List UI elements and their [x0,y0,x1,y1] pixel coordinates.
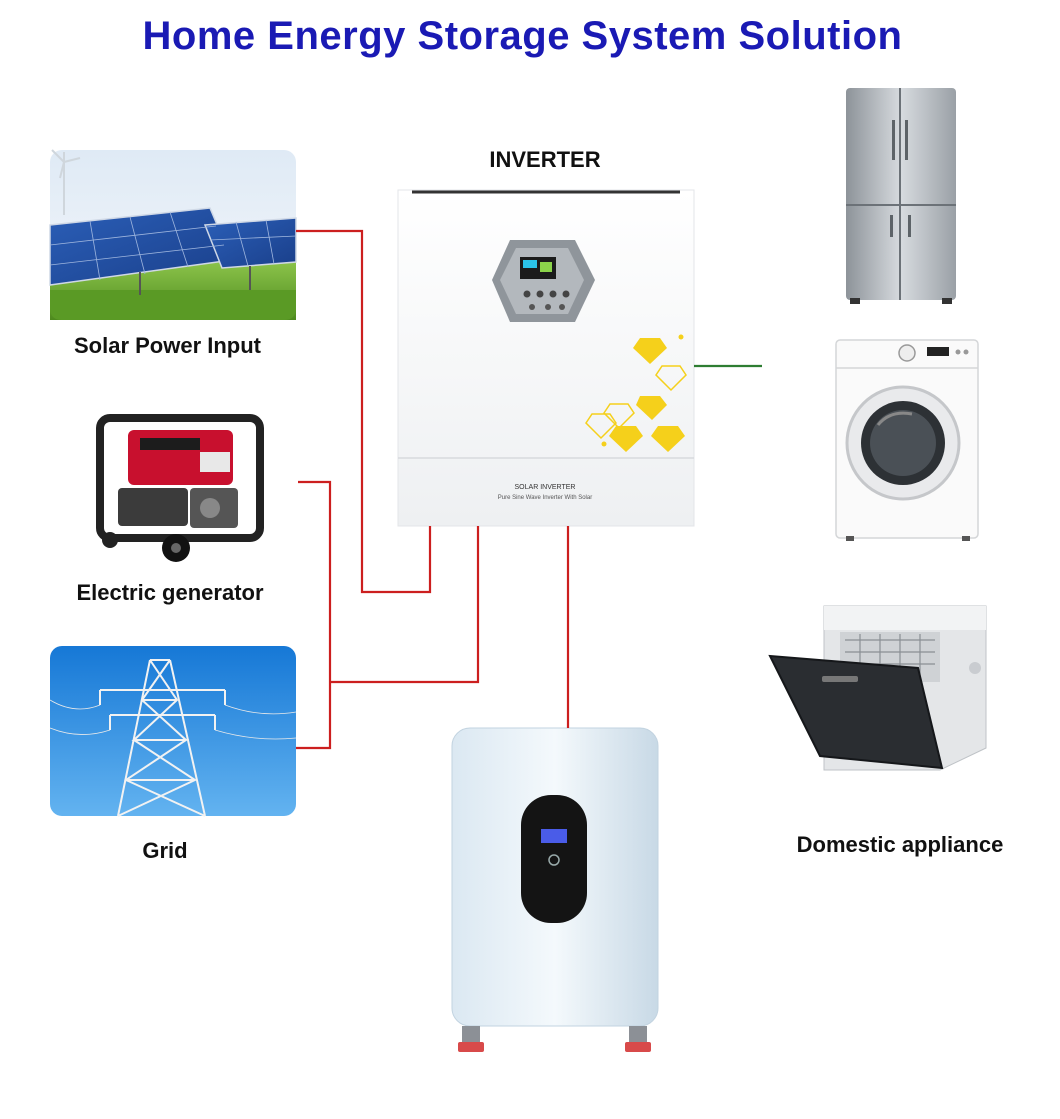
inverter-panel-title: SOLAR INVERTER [515,484,576,491]
inverter-panel-subtitle: Pure Sine Wave Inverter With Solar [498,495,592,501]
grid-tower-image [49,646,297,817]
generator-image [96,414,264,562]
generator-label: Electric generator [76,580,264,605]
inverter-label: INVERTER [489,147,601,172]
solar-label: Solar Power Input [73,333,262,358]
washing-machine-image [835,339,979,541]
solar-panel-image [49,149,297,320]
grid-label: Grid [142,838,188,863]
refrigerator-image [846,88,956,304]
battery-unit [451,727,659,1052]
appliance-label: Domestic appliance [796,832,1004,857]
input-wires [296,229,570,750]
page-title: Home Energy Storage System Solution [142,14,903,58]
inverter-unit [397,189,695,527]
dishwasher-image [768,605,987,771]
